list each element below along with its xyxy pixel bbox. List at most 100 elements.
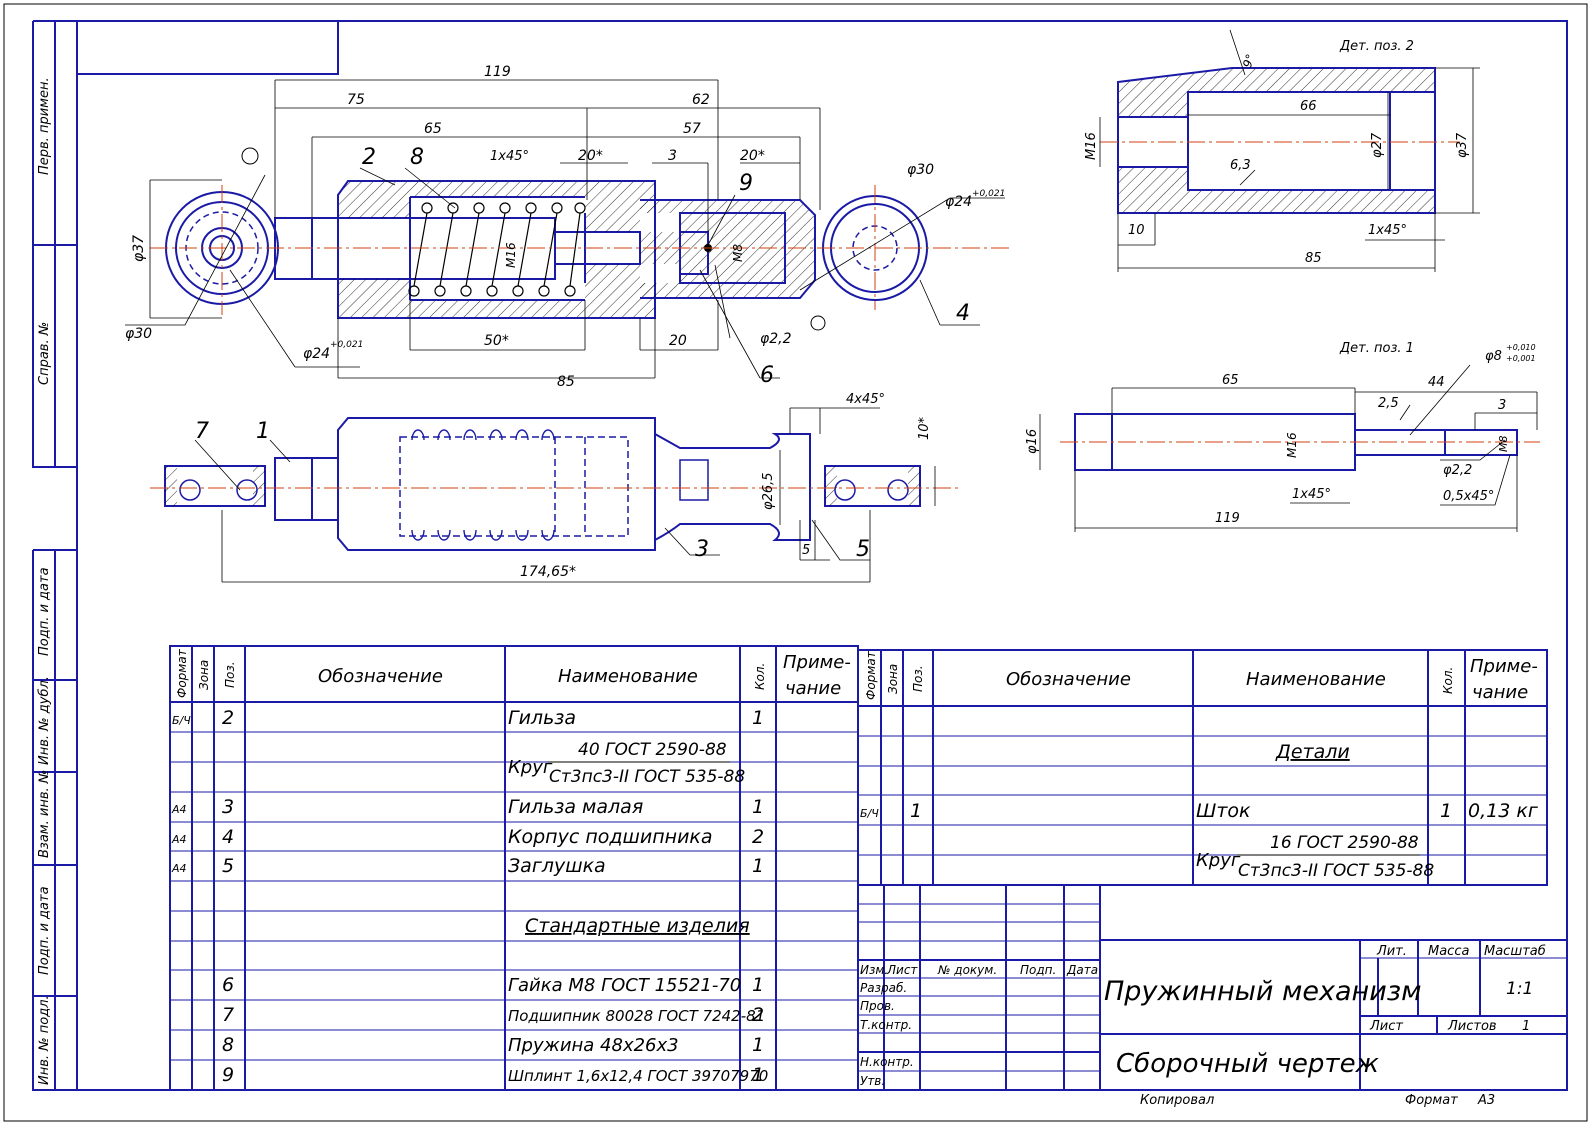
spring-hidden	[411, 429, 555, 541]
tb-tkontr: Т.контр.	[860, 1018, 912, 1032]
dim1-05x45: 0,5x45°	[1443, 489, 1494, 504]
row2-mat-top: 40 ГОСТ 2590-88	[578, 740, 727, 760]
detail-pos-1: Дет. поз. 1 65 44 2,5 3 φ16 M16 M8 φ2,2 …	[1025, 341, 1540, 532]
dim-d30-left: φ30	[125, 326, 152, 342]
rod-exterior	[274, 457, 339, 521]
row2-pos: 2	[222, 707, 234, 729]
row2-fmt: Б/Ч	[172, 714, 191, 727]
dim-d24-right-tol: +0,021	[972, 189, 1005, 199]
tb-format-value: A3	[1477, 1093, 1495, 1108]
row6-qty: 1	[752, 974, 764, 996]
row8-qty: 1	[752, 1034, 764, 1056]
dim-65: 65	[424, 121, 442, 137]
hdr-pos: Поз.	[223, 661, 237, 688]
row4-pos: 4	[222, 826, 234, 848]
tb-sheet: Лист	[1369, 1019, 1403, 1034]
drawing-title: Пружинный механизм	[1104, 976, 1421, 1007]
rhdr-note-2: чание	[1472, 682, 1528, 703]
dim-d37: φ37	[131, 235, 147, 262]
rhdr-note-1: Приме-	[1470, 656, 1538, 677]
row9-name: Шплинт 1,6x12,4 ГОСТ 39707970	[508, 1067, 768, 1085]
dim-57: 57	[683, 121, 701, 137]
dim-d30-right: φ30	[907, 162, 934, 178]
margin-label-podp1: Подп. и дата	[37, 567, 52, 656]
exterior-view: 4x45° 10* φ26,5 5 174,65* 7 1 3 5	[150, 392, 960, 583]
dim2-d27: φ27	[1370, 132, 1385, 158]
dim-d22: φ2,2	[760, 331, 792, 347]
row7-qty: 2	[752, 1004, 764, 1026]
rrow1-fmt: Б/Ч	[860, 807, 879, 820]
rhdr-qty: Кол.	[1441, 667, 1455, 694]
row5-pos: 5	[222, 855, 234, 877]
dim-62: 62	[692, 92, 710, 108]
drawing-frame	[76, 20, 1568, 1091]
exterior-dimension-lines	[194, 407, 936, 583]
chamfer-1x45: 1x45°	[490, 149, 529, 164]
dim1-d16: φ16	[1025, 429, 1040, 454]
dim2-66: 66	[1300, 99, 1317, 114]
rhdr-zone: Зона	[886, 664, 900, 694]
dim-119: 119	[484, 64, 511, 80]
rrow1-mat-top: 16 ГОСТ 2590-88	[1270, 833, 1419, 853]
tb-list: Лист	[886, 963, 918, 977]
balloon-9: 9	[739, 171, 753, 196]
balloon-7: 7	[195, 419, 209, 444]
tb-razrab: Разраб.	[860, 981, 907, 995]
tb-docnum: № докум.	[937, 963, 997, 977]
dim1-d8-lower: +0,001	[1506, 354, 1536, 363]
row3-fmt: A4	[171, 803, 187, 816]
spec-table-right: Формат Зона Поз. Обозначение Наименовани…	[858, 649, 1548, 886]
row5-name: Заглушка	[508, 855, 606, 877]
tb-copied: Копировал	[1140, 1093, 1214, 1108]
dim-20b: 20*	[740, 148, 765, 164]
rrow1-qty: 1	[1440, 800, 1452, 822]
margin-label-inv: Инв. № подл.	[37, 995, 52, 1085]
main-dimension-lines	[125, 79, 1005, 379]
tb-format-label: Формат	[1405, 1093, 1458, 1108]
outer-trim-border	[3, 3, 1588, 1122]
dim-75: 75	[347, 92, 365, 108]
row4-fmt: A4	[171, 833, 187, 846]
dim-m8: M8	[731, 244, 745, 262]
rrow1-name: Шток	[1196, 800, 1251, 822]
hdr-name: Наименование	[558, 666, 698, 687]
row9-qty: 1	[752, 1064, 764, 1086]
spring-coils	[408, 202, 586, 297]
row5-fmt: A4	[171, 862, 187, 875]
rrow1-note: 0,13 кг	[1468, 800, 1539, 822]
nut-exterior	[679, 459, 709, 501]
row2-mat-bottom: Ст3пс3-II ГОСТ 535-88	[549, 767, 745, 787]
small-sleeve-exterior	[654, 433, 811, 541]
tb-sheets-count: 1	[1522, 1019, 1530, 1034]
dim-d24-right: φ24	[945, 194, 972, 210]
detail2-title: Дет. поз. 2	[1339, 39, 1414, 54]
rhdr-name: Наименование	[1246, 669, 1386, 690]
balloon-6: 6	[760, 363, 774, 388]
hdr-designation: Обозначение	[318, 666, 443, 687]
hdr-note-2: чание	[785, 678, 841, 699]
dim-10: 10*	[917, 416, 932, 440]
sleeve-exterior	[337, 417, 656, 551]
margin-label-podp2: Подп. и дата	[37, 886, 52, 975]
dim1-3: 3	[1498, 398, 1506, 413]
dim-3: 3	[668, 148, 677, 164]
tb-nkontr: Н.контр.	[860, 1055, 914, 1069]
dim-m16: M16	[504, 242, 518, 268]
row3-name: Гильза малая	[508, 796, 643, 818]
balloon-4: 4	[956, 301, 970, 326]
margin-label-perv: Перв. примен.	[37, 77, 52, 175]
dim1-65: 65	[1222, 373, 1239, 388]
margin-label-vzam: Взам. инв. №	[37, 770, 52, 858]
rrow1-pos: 1	[910, 800, 922, 822]
dim1-44: 44	[1428, 375, 1445, 390]
row6-name: Гайка М8 ГОСТ 15521-70	[508, 975, 741, 996]
dim2-85: 85	[1305, 251, 1322, 266]
dim1-119: 119	[1215, 511, 1240, 526]
hdr-format: Формат	[175, 648, 189, 698]
margin-label-dubl: Инв. № дубл.	[37, 676, 52, 765]
right-bearing-housing	[824, 465, 921, 507]
rhdr-format: Формат	[864, 650, 878, 700]
dim-20a: 20*	[578, 148, 603, 164]
balloon-2: 2	[362, 145, 376, 170]
row8-name: Пружина 48x26x3	[508, 1035, 679, 1056]
